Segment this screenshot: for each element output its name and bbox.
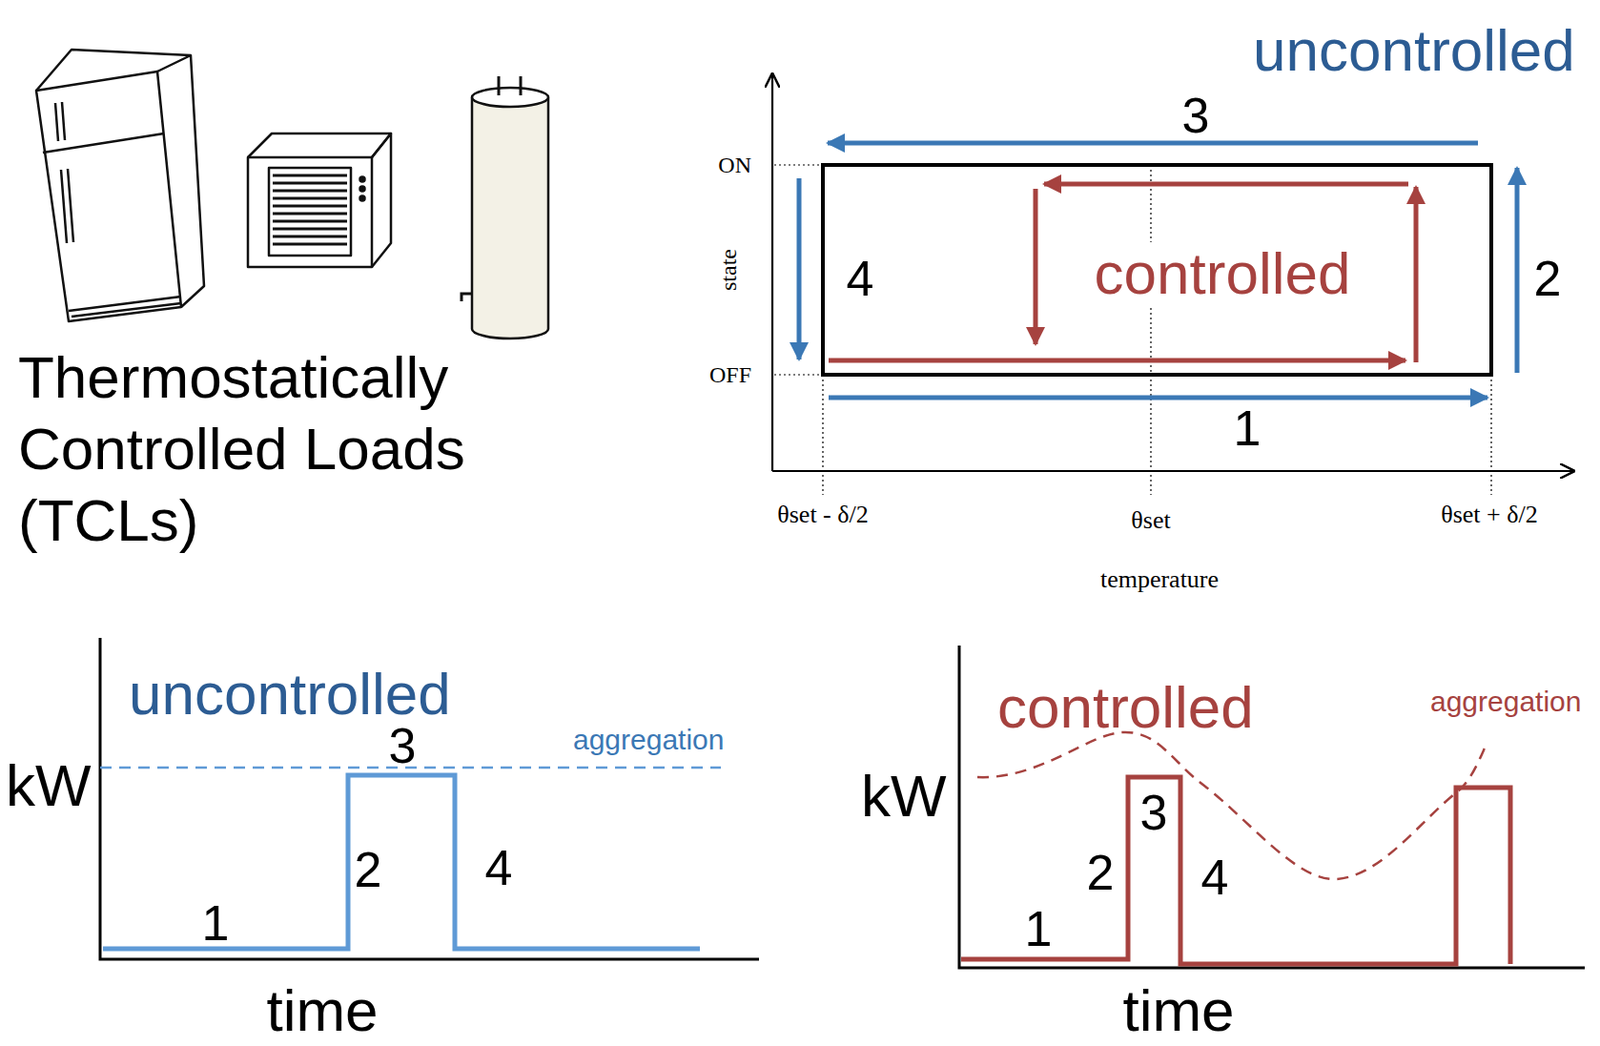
callout-number: 2 bbox=[1087, 847, 1115, 898]
cycle-arrow bbox=[1033, 188, 1039, 345]
callout-number: 3 bbox=[389, 720, 417, 771]
louver-line bbox=[272, 220, 348, 224]
x-axis bbox=[772, 470, 1574, 472]
section-title: Thermostatically Controlled Loads (TCLs) bbox=[18, 341, 534, 556]
ac-front bbox=[247, 157, 372, 267]
off-guide bbox=[774, 373, 823, 375]
ac-grille bbox=[268, 167, 351, 256]
water-heater-illustration bbox=[461, 76, 549, 339]
uncontrolled-chart-axes bbox=[100, 637, 759, 960]
cycle-arrow bbox=[828, 395, 1488, 401]
fridge-front bbox=[36, 71, 182, 322]
tick-label: θset bbox=[1130, 508, 1170, 534]
cycle-arrow bbox=[797, 178, 802, 360]
mode-label: uncontrolled bbox=[1252, 20, 1576, 81]
fridge-side bbox=[157, 55, 205, 308]
fridge-base bbox=[68, 296, 182, 317]
fridge-illustration bbox=[36, 49, 205, 322]
heater-body bbox=[471, 97, 549, 339]
heater-drain bbox=[461, 293, 472, 302]
cycle-arrow bbox=[1414, 186, 1419, 363]
callout-number: 2 bbox=[1534, 253, 1562, 304]
louver-line bbox=[272, 205, 348, 208]
axis-title: kW bbox=[5, 756, 92, 816]
mode-label: controlled bbox=[1090, 242, 1355, 306]
chart-axes bbox=[100, 637, 759, 960]
fridge-handle bbox=[55, 102, 65, 142]
cycle-arrow bbox=[1044, 182, 1409, 187]
high-guide bbox=[1490, 374, 1492, 495]
ac-top bbox=[247, 133, 391, 158]
axis-title: temperature bbox=[1100, 567, 1219, 593]
guide-lines bbox=[774, 164, 1492, 495]
controlled-chart-axes bbox=[959, 645, 1585, 968]
ac-button bbox=[360, 186, 366, 192]
ac-button bbox=[360, 177, 366, 183]
uncontrolled-cycle bbox=[799, 143, 1518, 398]
callout-number: 1 bbox=[1025, 903, 1053, 954]
tick-label: θset + δ/2 bbox=[1440, 502, 1538, 528]
louver-line bbox=[272, 212, 348, 216]
on-guide bbox=[774, 164, 823, 165]
callout-number: 3 bbox=[1140, 787, 1169, 838]
axis-title: kW bbox=[861, 766, 947, 826]
callout-number: 1 bbox=[1233, 403, 1262, 453]
set-guide bbox=[1149, 164, 1151, 495]
power-signal bbox=[961, 777, 1511, 965]
cycle-arrow bbox=[1515, 167, 1520, 373]
ac-button bbox=[360, 196, 366, 202]
louver-line bbox=[272, 235, 348, 239]
callout-number: 1 bbox=[202, 898, 230, 948]
air-conditioner-illustration bbox=[247, 133, 391, 267]
louver-line bbox=[272, 182, 348, 185]
heater-top bbox=[471, 87, 549, 107]
mode-label: uncontrolled bbox=[128, 664, 452, 724]
aggregation-label: aggregation bbox=[1430, 687, 1581, 717]
callout-number: 2 bbox=[354, 844, 383, 895]
aggregation-label: aggregation bbox=[573, 725, 724, 755]
mode-label: controlled bbox=[997, 677, 1254, 738]
callout-number: 3 bbox=[1182, 90, 1211, 141]
heater-pipes bbox=[498, 76, 521, 96]
louver-line bbox=[272, 174, 348, 178]
fridge-handle bbox=[61, 168, 74, 244]
cycle-arrow bbox=[828, 358, 1406, 364]
hysteresis-band bbox=[822, 164, 1492, 375]
axis-title: time bbox=[1122, 981, 1234, 1041]
axis-title: state bbox=[717, 248, 740, 291]
controlled-cycle bbox=[828, 184, 1416, 363]
power-signal bbox=[102, 775, 700, 949]
callout-number: 4 bbox=[1201, 852, 1230, 903]
louver-line bbox=[272, 189, 348, 193]
state-label: ON bbox=[717, 153, 752, 177]
louver-line bbox=[272, 227, 348, 231]
tick-label: θset - δ/2 bbox=[777, 502, 868, 528]
aggregation-curve bbox=[977, 732, 1488, 880]
ac-side bbox=[371, 133, 391, 267]
louver-line bbox=[272, 243, 348, 247]
ac-louvers bbox=[272, 175, 348, 245]
callout-number: 4 bbox=[485, 842, 513, 893]
low-guide bbox=[821, 374, 823, 495]
cycle-arrow bbox=[827, 141, 1478, 146]
fridge-divider bbox=[42, 133, 165, 153]
y-axis bbox=[771, 74, 774, 472]
chart-axes bbox=[959, 645, 1585, 968]
fridge-top bbox=[36, 49, 191, 91]
hysteresis-axes bbox=[772, 74, 1574, 472]
callout-number: 4 bbox=[846, 253, 875, 304]
state-label: OFF bbox=[709, 363, 752, 387]
louver-line bbox=[272, 197, 348, 201]
axis-title: time bbox=[266, 981, 378, 1041]
